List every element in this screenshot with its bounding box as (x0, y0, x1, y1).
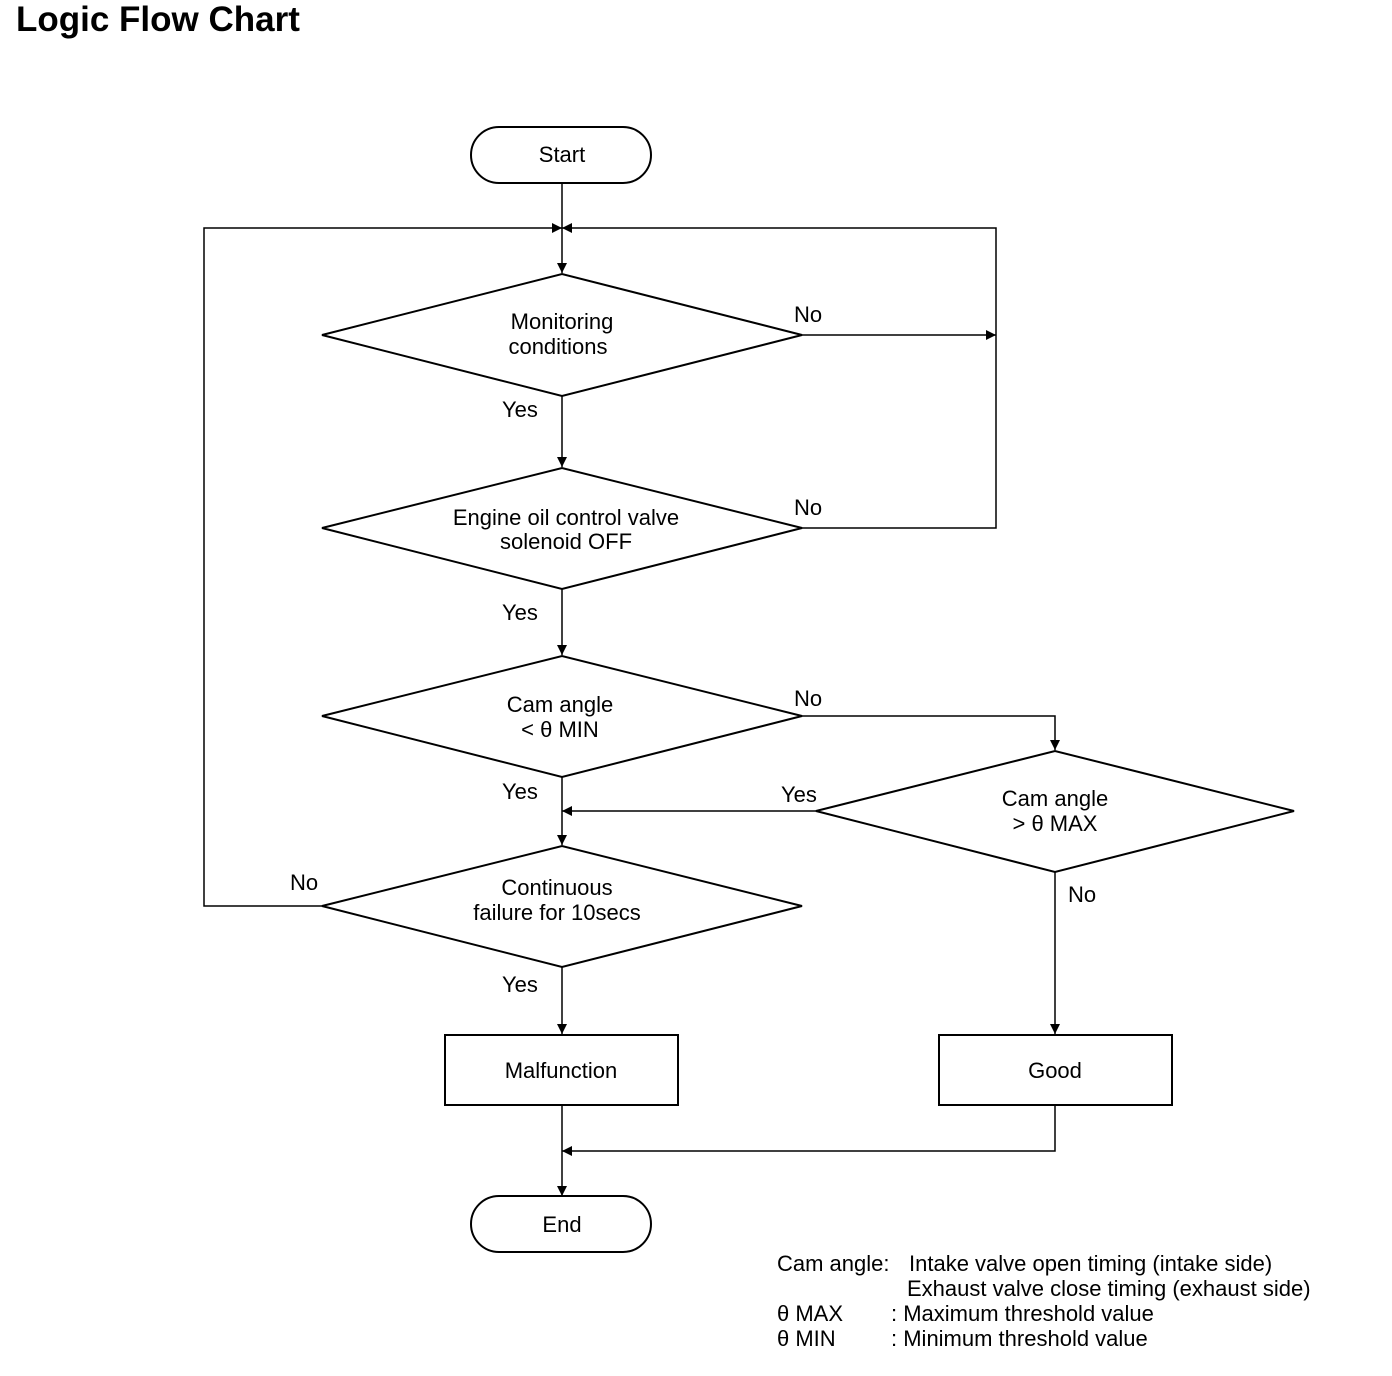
note-max-label: θ MAX (777, 1301, 844, 1326)
connector-right-loop (562, 223, 997, 529)
continuous-yes-label: Yes (502, 972, 538, 997)
cam-max-no-label: No (1068, 882, 1096, 907)
solenoid-off-decision: Engine oil control valve solenoid OFF (321, 466, 803, 591)
connector-good-to-end (562, 1105, 1056, 1156)
note-min-desc: : Minimum threshold value (891, 1326, 1148, 1351)
page-title: Logic Flow Chart (16, 0, 300, 39)
cam-angle-max-decision: Cam angle > θ MAX (815, 749, 1295, 874)
monitoring-label-line1: Monitoring (511, 309, 614, 334)
malfunction-box: Malfunction (444, 1034, 679, 1106)
continuous-no-label: No (290, 870, 318, 895)
connectors (203, 183, 1060, 1196)
end-node: End (470, 1195, 652, 1253)
continuous-label-line2: failure for 10secs (473, 900, 641, 925)
solenoid-label-line1: Engine oil control valve (453, 505, 679, 530)
good-label: Good (1028, 1058, 1082, 1083)
cam-min-no-label: No (794, 686, 822, 711)
monitoring-label-line2: conditions (508, 334, 607, 359)
start-label: Start (539, 142, 585, 167)
note-cam-angle-label: Cam angle: (777, 1251, 890, 1276)
solenoid-no-label: No (794, 495, 822, 520)
connector-left-loop (203, 223, 562, 907)
note-min-label: θ MIN (777, 1326, 836, 1351)
cam-angle-min-decision: Cam angle < θ MIN (321, 654, 803, 779)
monitoring-conditions-decision: Monitoring conditions (321, 272, 803, 398)
connector-cammin-no (802, 715, 1060, 750)
cam-min-label-line1: Cam angle (507, 692, 613, 717)
cam-min-label-line2: < θ MIN (521, 717, 599, 742)
cam-max-yes-label: Yes (781, 782, 817, 807)
start-node: Start (470, 126, 652, 184)
monitoring-yes-label: Yes (502, 397, 538, 422)
continuous-label-line1: Continuous (501, 875, 612, 900)
solenoid-yes-label: Yes (502, 600, 538, 625)
note-cam-angle-line2: Exhaust valve close timing (exhaust side… (907, 1276, 1311, 1301)
cam-max-label-line1: Cam angle (1002, 786, 1108, 811)
note-max-desc: : Maximum threshold value (891, 1301, 1154, 1326)
branch-labels: No Yes No Yes No Yes Yes No No Yes (290, 302, 1096, 997)
malfunction-label: Malfunction (505, 1058, 618, 1083)
end-label: End (542, 1212, 581, 1237)
note-cam-angle-line1: Intake valve open timing (intake side) (909, 1251, 1273, 1276)
cam-max-label-line2: > θ MAX (1013, 811, 1098, 836)
continuous-failure-decision: Continuous failure for 10secs (321, 844, 803, 969)
solenoid-label-line2: solenoid OFF (500, 529, 632, 554)
monitoring-no-label: No (794, 302, 822, 327)
good-box: Good (938, 1034, 1173, 1106)
cam-min-yes-label: Yes (502, 779, 538, 804)
